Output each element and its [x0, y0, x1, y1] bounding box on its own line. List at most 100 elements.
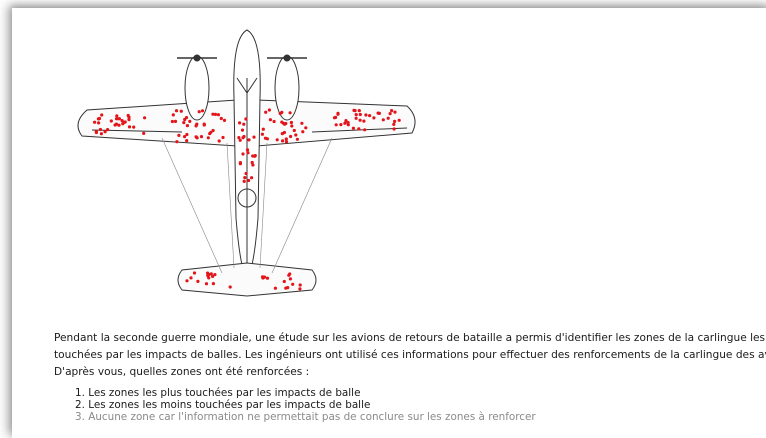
bullet-hole — [332, 116, 337, 120]
bullet-hole — [272, 119, 276, 124]
bullet-hole — [206, 136, 210, 140]
bullet-hole — [364, 113, 368, 117]
bullet-hole — [284, 286, 288, 290]
bullet-hole — [344, 119, 348, 123]
bullet-hole — [127, 118, 131, 122]
bullet-hole — [195, 122, 199, 126]
bullet-hole — [283, 122, 287, 126]
bullet-hole — [265, 276, 270, 280]
bullet-hole — [217, 139, 221, 143]
bullet-hole — [211, 112, 215, 116]
question-line-1: Pendant la seconde guerre mondiale, une … — [54, 332, 766, 344]
bullet-hole — [113, 123, 117, 127]
bullet-hole — [298, 283, 302, 287]
bullet-hole — [377, 111, 381, 115]
bullet-hole — [200, 109, 205, 113]
answer-option-3: 3. Aucune zone car l'information ne perm… — [75, 411, 536, 423]
bullet-hole — [213, 112, 218, 116]
bullet-hole — [252, 135, 256, 139]
bullet-hole — [170, 119, 174, 124]
bullet-hole — [116, 117, 120, 121]
bullet-hole — [97, 116, 102, 121]
answer-option-1: 1. Les zones les plus touchées par les i… — [75, 387, 361, 399]
bullet-hole — [199, 135, 204, 139]
bullet-hole — [368, 114, 372, 118]
bullet-hole — [242, 122, 246, 126]
bullet-hole — [240, 128, 245, 132]
bullet-hole — [98, 127, 102, 132]
bullet-hole — [245, 148, 250, 152]
bullet-hole — [336, 112, 340, 116]
bullet-hole — [354, 113, 358, 117]
bullet-hole — [242, 134, 246, 139]
bullet-hole — [241, 152, 245, 156]
bullet-hole — [363, 128, 367, 132]
bullet-hole — [393, 119, 397, 123]
bullet-hole — [251, 163, 255, 167]
bullet-hole — [185, 124, 189, 128]
bullet-hole — [222, 118, 227, 122]
content-card: Pendant la seconde guerre mondiale, une … — [12, 8, 766, 438]
bullet-hole — [207, 276, 211, 280]
bullet-hole — [127, 125, 132, 129]
bullet-hole — [173, 119, 178, 123]
bullet-hole — [243, 176, 247, 180]
bullet-hole — [281, 139, 285, 143]
bullet-hole — [115, 114, 119, 118]
bullet-hole — [174, 109, 179, 113]
bullet-hole — [196, 279, 200, 283]
bullet-hole — [185, 139, 189, 143]
bullet-hole — [287, 273, 291, 277]
bullet-hole — [202, 123, 206, 127]
bullet-hole — [290, 124, 294, 128]
bullet-hole — [268, 118, 272, 122]
bullet-hole — [275, 138, 279, 142]
bullet-hole — [250, 176, 254, 180]
bullet-hole — [219, 116, 223, 121]
bullet-hole — [289, 134, 293, 139]
bullet-hole — [211, 128, 215, 133]
bullet-hole — [117, 123, 121, 127]
bullet-hole — [209, 130, 213, 134]
bullet-hole — [301, 130, 305, 134]
bullet-hole — [354, 116, 358, 120]
bullet-hole — [261, 127, 265, 131]
left-engine — [184, 55, 210, 121]
bullet-hole — [242, 179, 246, 183]
bullet-hole — [388, 112, 392, 116]
bullet-hole — [192, 271, 197, 275]
bullet-hole — [171, 113, 175, 117]
bullet-hole — [228, 285, 232, 289]
bullet-hole — [390, 109, 394, 113]
bullet-hole — [346, 121, 350, 125]
bullet-hole — [123, 120, 127, 124]
bullet-hole — [238, 121, 242, 125]
bullet-holes — [93, 108, 401, 291]
question-line-3: D'après vous, quelles zones ont été renf… — [54, 366, 310, 378]
bullet-hole — [250, 160, 254, 165]
bullet-hole — [264, 110, 268, 114]
bullet-hole — [97, 121, 101, 125]
bullet-hole — [292, 128, 296, 133]
bullet-hole — [358, 118, 362, 122]
bullet-hole — [247, 178, 251, 183]
bullet-hole — [339, 123, 343, 127]
bullet-hole — [238, 161, 242, 165]
bullet-hole — [284, 140, 289, 144]
bullet-hole — [246, 151, 250, 155]
bullet-hole — [185, 279, 189, 283]
bullet-hole — [221, 135, 225, 140]
bullet-hole — [127, 115, 131, 119]
bullet-hole — [100, 113, 104, 117]
bullet-hole — [132, 125, 136, 129]
bullet-hole — [288, 277, 292, 281]
bullet-hole — [304, 126, 308, 130]
bullet-hole — [291, 282, 295, 286]
bullet-hole — [280, 110, 284, 114]
bullet-hole — [216, 113, 220, 117]
right-engine — [274, 55, 300, 121]
bullet-hole — [397, 118, 401, 122]
bullet-hole — [295, 137, 299, 141]
bullet-hole — [251, 154, 255, 158]
answer-option-2: 2. Les zones les moins touchées par les … — [75, 399, 371, 411]
